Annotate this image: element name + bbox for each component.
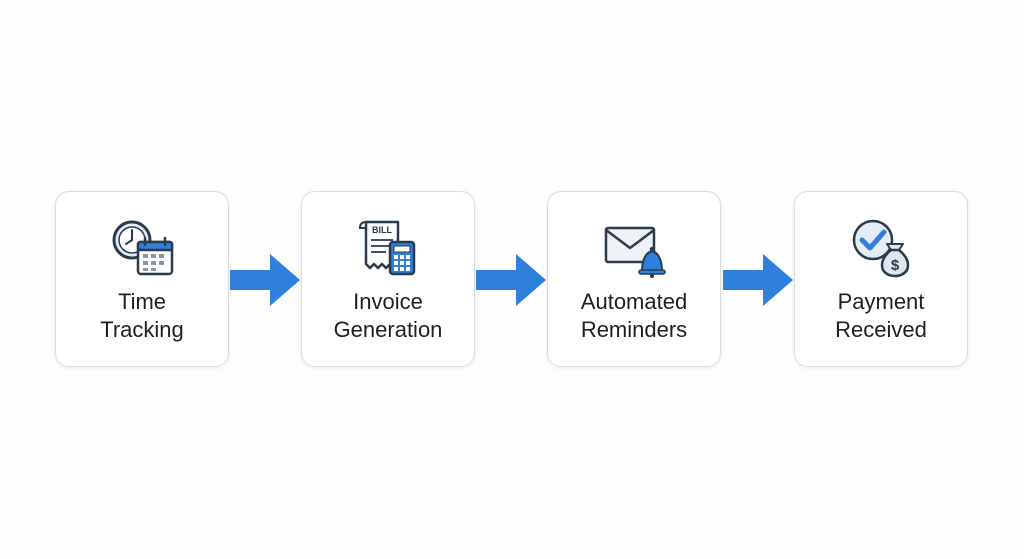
step-label-line2: Received — [835, 317, 927, 342]
clock-calendar-icon — [110, 218, 174, 278]
step-label: Time Tracking — [56, 288, 228, 344]
flow-arrow — [723, 254, 793, 306]
step-label-line1: Invoice — [353, 289, 423, 314]
step-label: Automated Reminders — [548, 288, 720, 344]
step-label-line2: Generation — [333, 317, 443, 342]
flow-arrow — [476, 254, 546, 306]
step-card-invoice-generation: BILL Invoice Generation — [301, 191, 475, 367]
bill-text: BILL — [372, 225, 392, 235]
step-card-automated-reminders: Automated Reminders — [547, 191, 721, 367]
envelope-bell-icon — [602, 218, 666, 278]
step-label-line2: Tracking — [100, 317, 184, 342]
step-card-payment-received: $ Payment Received — [794, 191, 968, 367]
step-label-line1: Payment — [837, 289, 925, 314]
step-label-line2: Reminders — [580, 317, 688, 342]
step-label: Invoice Generation — [302, 288, 474, 344]
bill-calculator-icon: BILL — [356, 218, 420, 278]
step-label-line1: Time — [117, 289, 167, 314]
step-card-time-tracking: Time Tracking — [55, 191, 229, 367]
flow-arrow — [230, 254, 300, 306]
step-label-line1: Automated — [580, 289, 688, 314]
dollar-sign-text: $ — [891, 257, 900, 274]
check-money-bag-icon: $ — [849, 218, 913, 278]
step-label: Payment Received — [795, 288, 967, 344]
